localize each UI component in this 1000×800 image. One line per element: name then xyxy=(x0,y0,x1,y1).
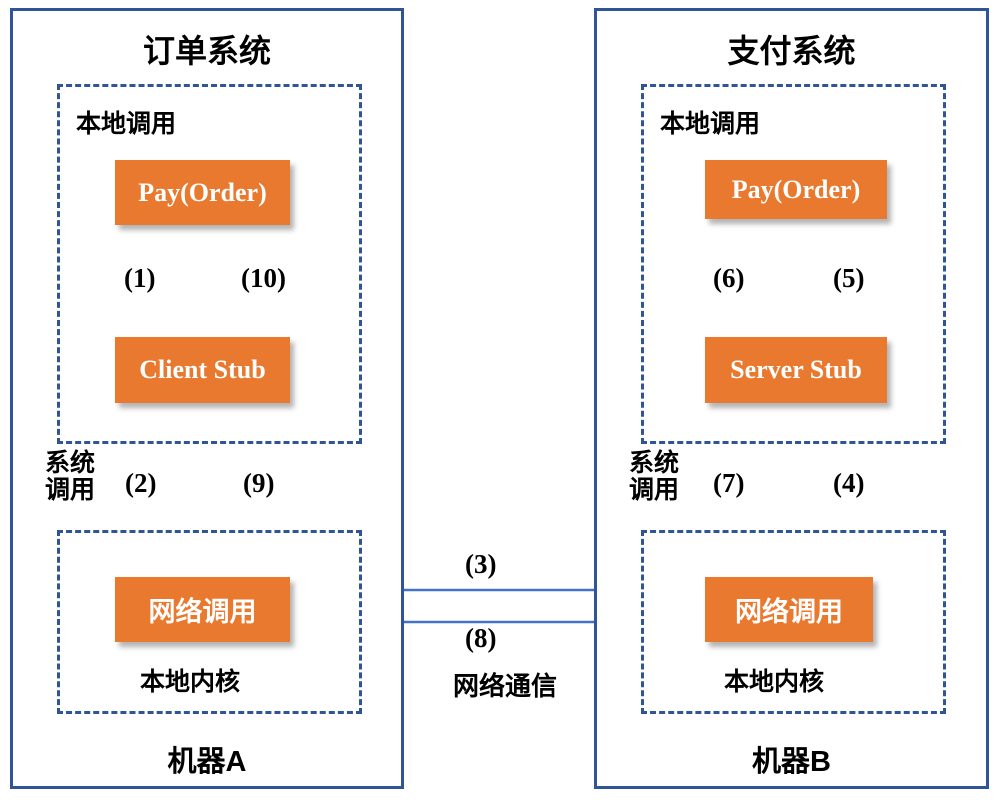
step-label-5: (5) xyxy=(833,263,865,293)
machine-a-kernel-label: 本地内核 xyxy=(140,668,241,696)
machine-b-system-title: 支付系统 xyxy=(727,33,856,69)
machine-b-label: 机器B xyxy=(752,746,831,778)
machine-a-local-call-label: 本地调用 xyxy=(76,110,177,138)
machine-b-kernel-region xyxy=(641,530,946,714)
machine-b-caller-box[interactable]: Pay(Order) xyxy=(705,160,887,219)
machine-a-system-title: 订单系统 xyxy=(142,33,271,69)
step-label-2: (2) xyxy=(125,468,157,498)
step-label-6: (6) xyxy=(713,263,745,293)
machine-b-syscall-label: 系统调用 xyxy=(629,449,680,504)
machine-b-local-call-region xyxy=(641,84,946,444)
machine-a-kernel-region xyxy=(57,530,362,714)
step-label-4: (4) xyxy=(833,468,865,498)
step-label-9: (9) xyxy=(243,468,275,498)
step-label-10: (10) xyxy=(241,263,286,293)
machine-b-kernel-label: 本地内核 xyxy=(724,668,825,696)
step-label-3: (3) xyxy=(465,549,497,579)
step-label-1: (1) xyxy=(124,263,156,293)
client-stub-box[interactable]: Client Stub xyxy=(115,337,290,403)
step-label-8: (8) xyxy=(465,623,497,653)
step-label-7: (7) xyxy=(713,468,745,498)
machine-a-local-call-region xyxy=(57,84,362,444)
machine-b-local-call-label: 本地调用 xyxy=(660,110,761,138)
machine-a-caller-box[interactable]: Pay(Order) xyxy=(115,160,290,225)
machine-a-network-call-box[interactable]: 网络调用 xyxy=(115,577,290,642)
machine-a-label: 机器A xyxy=(167,746,247,778)
machine-a-syscall-label: 系统调用 xyxy=(45,449,96,504)
server-stub-box[interactable]: Server Stub xyxy=(705,337,887,403)
machine-b-network-call-box[interactable]: 网络调用 xyxy=(705,577,873,642)
network-communication-label: 网络通信 xyxy=(452,671,557,701)
